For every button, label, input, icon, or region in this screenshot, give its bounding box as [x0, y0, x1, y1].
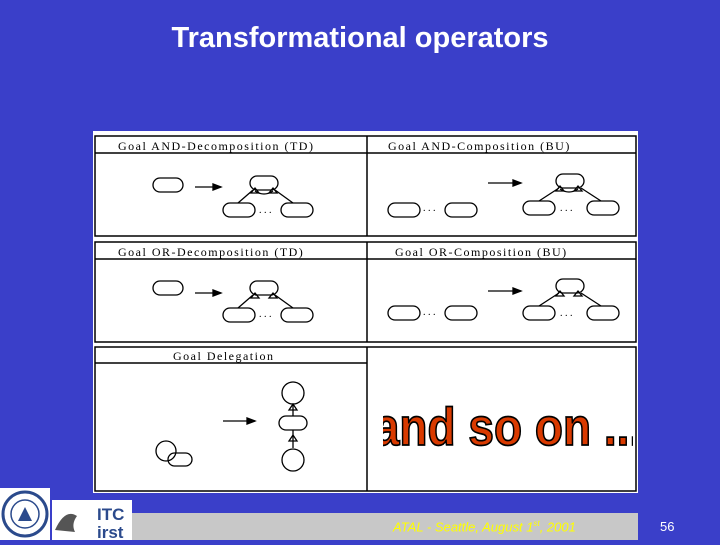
- svg-text:. . .: . . .: [423, 307, 436, 318]
- footer-rest-suffix: , 2001: [539, 519, 576, 535]
- panel-label-delegation: Goal Delegation: [173, 349, 274, 363]
- panel-label-or-bu: Goal OR-Composition (BU): [395, 245, 568, 259]
- panel-label-or-td: Goal OR-Decomposition (TD): [118, 245, 304, 259]
- footer-event: ATAL: [393, 519, 424, 535]
- svg-text:. . .: . . .: [560, 203, 573, 214]
- and-decomposition-diagram: . . .: [152, 175, 314, 218]
- footer-rest-prefix: - Seattle, August 1: [423, 519, 534, 535]
- slide-title: Transformational operators: [171, 22, 549, 54]
- footer-rest-sup: st: [533, 519, 540, 528]
- footer-text: ATAL - Seattle, August 1st, 2001: [393, 519, 576, 534]
- svg-text:. . .: . . .: [560, 308, 573, 319]
- svg-text:and so on ...: and so on ...: [383, 397, 633, 457]
- operators-figure: Goal AND-Decomposition (TD) Goal AND-Com…: [93, 131, 638, 493]
- and-so-on-stamp: and so on ...: [383, 396, 633, 457]
- page-number: 56: [660, 519, 675, 534]
- and-composition-diagram: . . . . . .: [387, 173, 620, 218]
- panel-frames: [94, 135, 637, 492]
- svg-text:. . .: . . .: [423, 203, 436, 214]
- delegation-diagram: [155, 381, 308, 472]
- footer-bar: [130, 513, 638, 540]
- svg-text:irst: irst: [97, 523, 124, 540]
- svg-text:. . .: . . .: [259, 309, 272, 320]
- panel-label-and-td: Goal AND-Decomposition (TD): [118, 139, 314, 153]
- university-seal-logo: [0, 488, 50, 540]
- or-decomposition-diagram: . . .: [152, 280, 314, 323]
- itc-irst-logo: ITC irst: [52, 500, 132, 542]
- svg-text:. . .: . . .: [259, 205, 272, 216]
- svg-text:ITC: ITC: [97, 505, 124, 524]
- panel-label-and-bu: Goal AND-Composition (BU): [388, 139, 571, 153]
- or-composition-diagram: . . . . . .: [387, 278, 620, 321]
